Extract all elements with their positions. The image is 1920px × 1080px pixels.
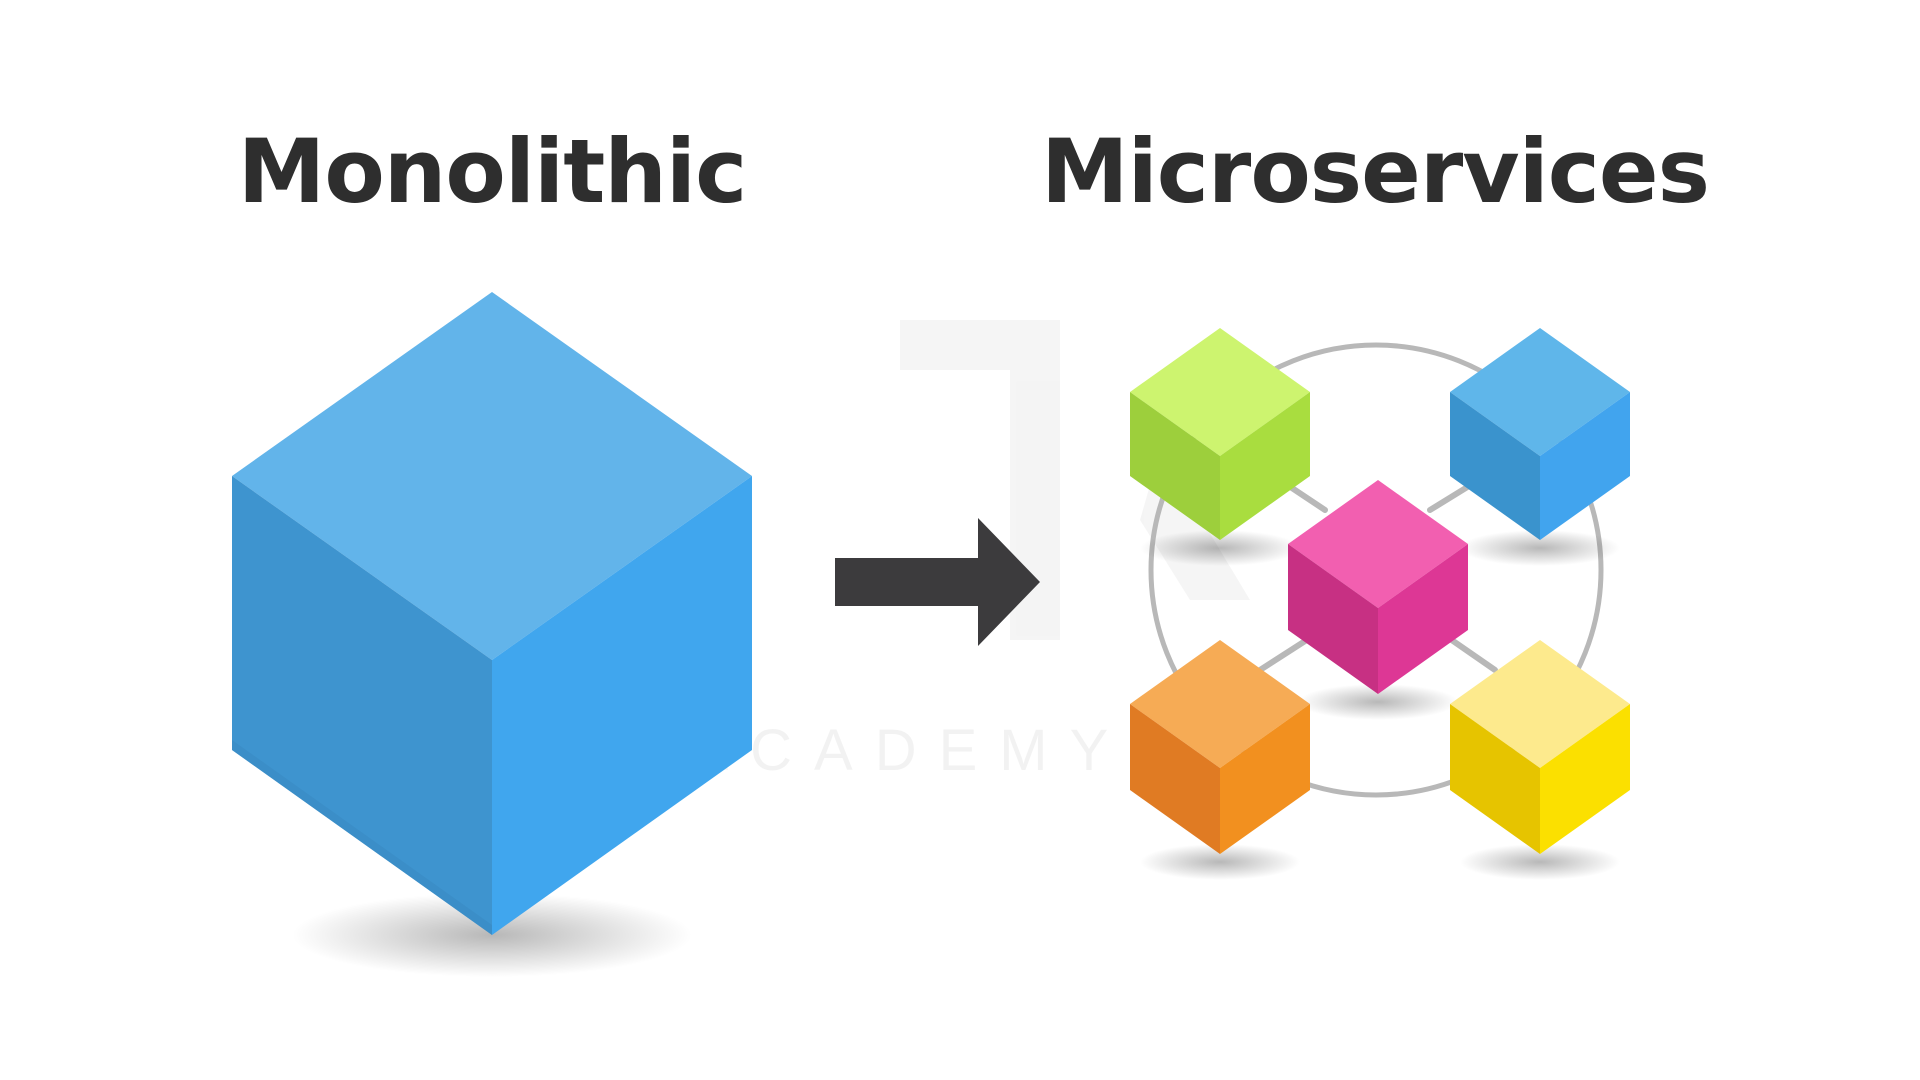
blue-cube-icon [1450,328,1630,540]
yellow-cube-icon [1450,640,1630,854]
pink-cube-icon [1288,480,1468,694]
monolithic-title: Monolithic [237,120,748,223]
monolith-cube-icon [232,292,752,935]
connection-ring [1148,342,1604,798]
right-arrow-icon [835,518,1040,646]
service-shadows [1140,530,1620,880]
monolith-cube-right-face [492,476,752,935]
green-cube-icon [1130,328,1310,540]
microservices-title: Microservices [1041,120,1710,223]
orange-cube-icon [1130,640,1310,854]
monolith-cube-left-face [232,476,492,935]
